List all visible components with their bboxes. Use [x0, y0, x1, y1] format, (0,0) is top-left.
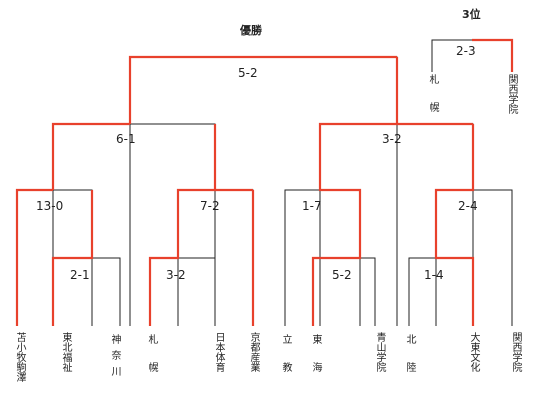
- team-kanagawa: 神奈川: [109, 334, 120, 382]
- quarterfinal-3-score: 1-7: [302, 199, 322, 213]
- team-tohoku-fukushi: 東北福祉: [60, 332, 71, 372]
- winner-line-15: [128, 55, 397, 124]
- bracket-line-1: [52, 123, 216, 326]
- team-kwansei-gakuin: 関西学院: [510, 332, 521, 372]
- winner-path-lines: [15, 38, 514, 326]
- team-aoyama-gakuin: 青山学院: [374, 332, 385, 372]
- semifinal-right-score: 3-2: [382, 132, 402, 146]
- round1-b-score: 3-2: [166, 268, 186, 282]
- quarterfinal-2-score: 7-2: [200, 199, 220, 213]
- winner-line-16: [148, 124, 217, 326]
- round1-d-score: 1-4: [424, 268, 444, 282]
- team-hokuriku: 北陸: [404, 334, 415, 390]
- team-daito-bunka: 大東文化: [468, 332, 479, 372]
- team-tomakomai-komazawa: 苫小牧駒澤: [14, 332, 25, 382]
- final-score: 5-2: [238, 66, 258, 80]
- winner-line-13: [51, 190, 94, 326]
- winner-line-19: [311, 57, 399, 326]
- winner-line-20: [434, 124, 475, 326]
- semifinal-left-score: 6-1: [116, 132, 136, 146]
- third-place-score: 2-3: [456, 44, 476, 58]
- round1-a-score: 2-1: [70, 268, 90, 282]
- team-nippon-taiiku: 日本体育: [213, 332, 224, 372]
- third-place-title: 3位: [462, 8, 481, 21]
- winner-line-14: [51, 122, 130, 190]
- third-team-sapporo: 札幌: [427, 74, 438, 130]
- team-tokai: 東海: [310, 334, 321, 390]
- quarterfinal-4-score: 2-4: [458, 199, 478, 213]
- winner-line-12: [15, 188, 53, 326]
- team-kyoto-sangyo: 京都産業: [248, 332, 259, 372]
- champion-title: 優勝: [240, 24, 262, 37]
- team-sapporo: 札幌: [146, 334, 157, 390]
- winner-line-22: [472, 38, 514, 72]
- third-team-kwansei-gakuin: 関西学院: [506, 74, 517, 114]
- round1-c-score: 5-2: [332, 268, 352, 282]
- bracket-line-0: [129, 56, 398, 326]
- quarterfinal-1-score: 13-0: [36, 199, 64, 213]
- team-rikkyo: 立教: [280, 334, 291, 390]
